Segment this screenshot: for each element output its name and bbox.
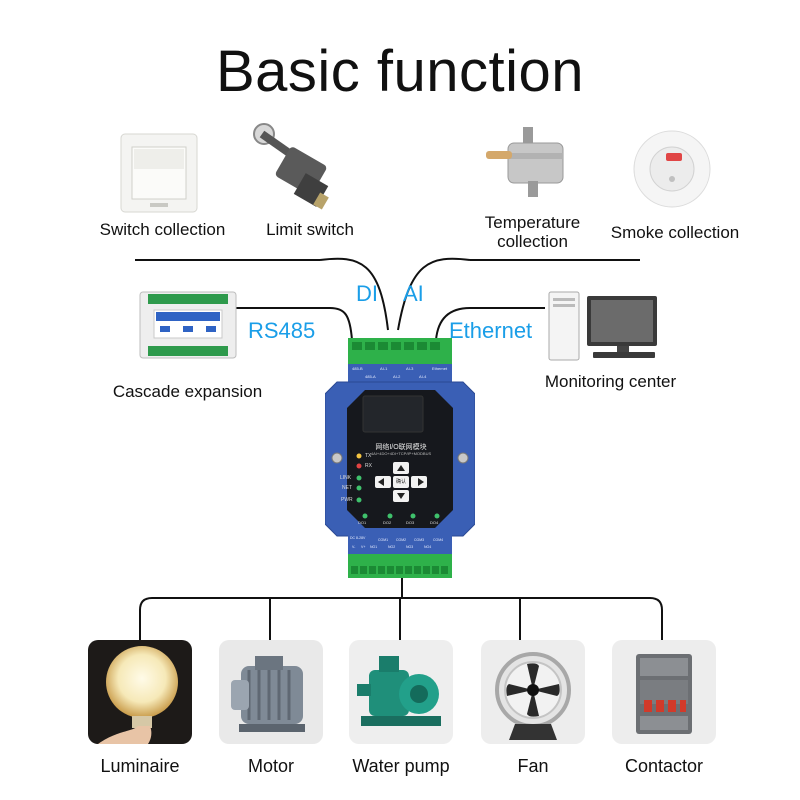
- pin-vminus: V-: [352, 545, 356, 549]
- pin-com1: COM1: [378, 538, 389, 542]
- pin-vplus: V+: [361, 545, 366, 549]
- pin-com3: COM3: [414, 538, 425, 542]
- smoke-collection-label: Smoke collection: [610, 223, 740, 242]
- page-title: Basic function: [215, 39, 585, 104]
- rs485-wire: [235, 307, 353, 341]
- di-label: DI: [356, 281, 378, 306]
- switch-device-image: [120, 133, 198, 213]
- contactor-label: Contactor: [624, 756, 704, 776]
- smoke-detector-image: [630, 125, 715, 210]
- motor-image: [219, 640, 323, 744]
- top-pin-labels: 485-B 485-A AI-1 AI-2 AI-3 AI-4 Ethernet: [350, 366, 454, 384]
- module-name: 网络I/O联网模块: [375, 444, 427, 451]
- pin-ai4: AI-4: [419, 374, 427, 379]
- fan-label: Fan: [517, 756, 549, 776]
- ai-wire: [397, 257, 471, 331]
- limit-switch-image: [250, 120, 335, 212]
- indicator-tx: TX: [365, 453, 372, 459]
- do1-label: DO1: [358, 520, 367, 525]
- indicator-pwr: PWR: [341, 497, 353, 503]
- do4-label: DO4: [430, 520, 439, 525]
- ai-label: AI: [403, 281, 424, 306]
- indicator-net: NET: [342, 485, 352, 491]
- indicator-link: LINK: [340, 475, 352, 481]
- output-wire-luminaire: [139, 597, 153, 640]
- pin-no3: NO3: [406, 545, 414, 549]
- temperature-label-line1: Temperature: [484, 213, 581, 232]
- rs485-label: RS485: [248, 318, 316, 343]
- temperature-collection-label: Temperature collection: [470, 213, 595, 251]
- water-pump-label: Water pump: [352, 756, 450, 776]
- pin-485a: 485-A: [365, 374, 376, 379]
- luminaire-image: [88, 640, 192, 744]
- bottom-pin-labels: DC 8-28V V- V+ NO1 COM1 NO2 COM2 NO3 COM…: [350, 536, 454, 554]
- temperature-label-line2: collection: [497, 232, 568, 251]
- io-network-module: 网络I/O联网模块 4AI+4DO+4DI+TCP/IP+MODBUS TX R…: [324, 338, 476, 578]
- cascade-expansion-label: Cascade expansion: [112, 382, 263, 401]
- motor-label: Motor: [247, 756, 294, 776]
- pin-dc: DC 8-28V: [350, 536, 366, 540]
- pin-485b: 485-B: [352, 366, 363, 371]
- indicator-rx: RX: [365, 463, 372, 469]
- monitoring-center-label: Monitoring center: [544, 372, 677, 391]
- di-wire: [319, 257, 389, 331]
- pin-ai1: AI-1: [380, 366, 388, 371]
- pin-ai2: AI-2: [393, 374, 401, 379]
- pin-ethernet: Ethernet: [432, 366, 448, 371]
- cascade-module-image: [138, 290, 238, 360]
- center-key[interactable]: 确认: [395, 479, 406, 485]
- pin-no4: NO4: [424, 545, 432, 549]
- temperature-sensor-image: [483, 125, 578, 200]
- pin-ai3: AI-3: [406, 366, 414, 371]
- ethernet-wire: [435, 307, 545, 341]
- contactor-image: [612, 640, 716, 744]
- output-wire-contactor: [649, 597, 663, 640]
- luminaire-label: Luminaire: [100, 756, 180, 776]
- switch-collection-label: Switch collection: [99, 220, 226, 239]
- ethernet-label: Ethernet: [449, 318, 533, 343]
- limit-switch-label: Limit switch: [266, 220, 354, 239]
- water-pump-image: [349, 640, 453, 744]
- module-subtitle: 4AI+4DO+4DI+TCP/IP+MODBUS: [370, 451, 432, 456]
- do2-label: DO2: [383, 520, 392, 525]
- pin-no2: NO2: [388, 545, 396, 549]
- monitoring-computer-image: [545, 290, 665, 362]
- pin-com2: COM2: [396, 538, 407, 542]
- pin-com4: COM4: [433, 538, 444, 542]
- fan-image: [481, 640, 585, 744]
- pin-no1: NO1: [370, 545, 378, 549]
- do3-label: DO3: [406, 520, 415, 525]
